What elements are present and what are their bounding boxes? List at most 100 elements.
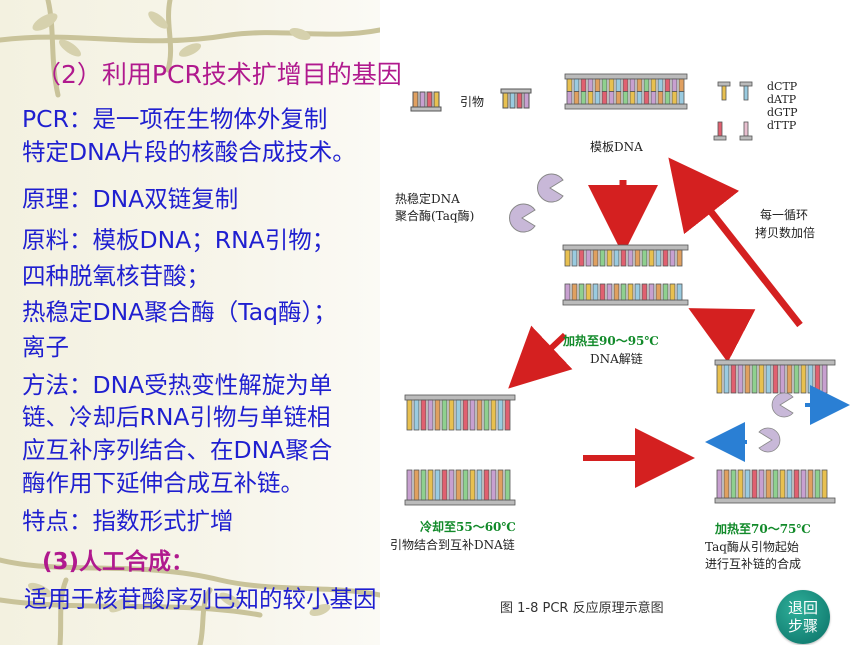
base-pair (730, 364, 737, 394)
base-pair (455, 399, 462, 431)
denatured-dna (562, 244, 689, 306)
base-pair (627, 283, 634, 301)
base-pair (413, 399, 420, 431)
base-pair (585, 283, 592, 301)
base-pair (573, 78, 580, 92)
base-pair (601, 78, 608, 92)
base-pair (578, 249, 585, 267)
nucleotide-dgtp: dGTP (767, 106, 798, 119)
base-pair (455, 469, 462, 501)
base-pair (571, 249, 578, 267)
base-pair (504, 469, 511, 501)
base-pair (441, 469, 448, 501)
enzyme-icon (509, 173, 564, 233)
base-pair (564, 283, 571, 301)
base-pair (497, 469, 504, 501)
base-pair (751, 364, 758, 394)
base-pair (678, 78, 685, 92)
base-pair (615, 78, 622, 92)
primer-icon (410, 88, 532, 112)
base-pair (420, 399, 427, 431)
base-pair (615, 91, 622, 105)
base-pair (648, 249, 655, 267)
base-pair (793, 364, 800, 394)
section3-text: 适用于核苷酸序列已知的较小基因 (24, 585, 377, 613)
base-pair (490, 399, 497, 431)
method-line2: 链、冷却后RNA引物与单链相 (22, 403, 331, 431)
nucleotide-datp: dATP (767, 93, 797, 106)
base-pair (469, 469, 476, 501)
nucleotide-legend: dCTP dATP dGTP dTTP (767, 80, 798, 132)
base-pair (648, 283, 655, 301)
base-pair (641, 249, 648, 267)
base-pair (587, 91, 594, 105)
base-pair (662, 249, 669, 267)
base-pair (497, 399, 504, 431)
base-pair (629, 78, 636, 92)
base-pair (608, 91, 615, 105)
base-pair (427, 469, 434, 501)
material-line2: 四种脱氧核苷酸； (22, 262, 210, 290)
vine-decoration (0, 0, 380, 645)
nucleotide-icons (713, 81, 753, 141)
base-pair (573, 91, 580, 105)
base-pair (636, 91, 643, 105)
base-pair (476, 399, 483, 431)
base-pair (434, 469, 441, 501)
base-pair (441, 399, 448, 431)
anneal-sub: 引物结合到互补DNA链 (390, 538, 515, 552)
base-pair (676, 249, 683, 267)
base-pair (606, 249, 613, 267)
extend-sub-line1: Taq酶从引物起始 (705, 540, 799, 554)
base-pair (807, 364, 814, 394)
base-pair (580, 91, 587, 105)
base-pair (599, 249, 606, 267)
base-pair (821, 364, 828, 394)
base-pair (594, 91, 601, 105)
base-pair (566, 91, 573, 105)
base-pair (594, 78, 601, 92)
base-pair (622, 91, 629, 105)
denature-label: 加热至90～95℃ (563, 334, 659, 348)
back-button-line1: 退回 (787, 599, 818, 617)
base-pair (765, 469, 772, 499)
principle-text: 原理：DNA双链复制 (22, 185, 239, 213)
base-pair (664, 78, 671, 92)
base-pair (779, 469, 786, 499)
feature-text: 特点：指数形式扩增 (22, 507, 234, 535)
base-pair (786, 364, 793, 394)
base-pair (490, 469, 497, 501)
extend-sub-line2: 进行互补链的合成 (705, 557, 802, 571)
base-pair (599, 283, 606, 301)
base-pair (462, 399, 469, 431)
base-pair (730, 469, 737, 499)
pcr-definition-line1: PCR：是一项在生物体外复制 (22, 105, 328, 133)
base-pair (420, 469, 427, 501)
slide-title: （2）利用PCR技术扩增目的基因 (36, 60, 402, 89)
base-pair (434, 399, 441, 431)
base-pair (807, 469, 814, 499)
pcr-diagram-graphics (404, 73, 850, 506)
diagram-caption: 图 1-8 PCR 反应原理示意图 (500, 601, 664, 616)
section3-title: (3)人工合成： (42, 549, 195, 575)
base-pair (634, 249, 641, 267)
background-band (0, 0, 380, 645)
enzyme-label-line1: 热稳定DNA (395, 192, 460, 206)
base-pair (723, 364, 730, 394)
base-pair (772, 469, 779, 499)
base-pair (634, 283, 641, 301)
base-pair (664, 91, 671, 105)
base-pair (504, 399, 511, 431)
cycle-arrows (508, 157, 803, 488)
material-line1: 原料：模板DNA；RNA引物； (22, 226, 336, 254)
base-pair (737, 469, 744, 499)
base-pair (413, 469, 420, 501)
annealed-dna (404, 394, 516, 506)
base-pair (800, 469, 807, 499)
base-pair (620, 249, 627, 267)
back-button[interactable]: 退回 步骤 (776, 590, 830, 644)
base-pair (800, 364, 807, 394)
base-pair (427, 399, 434, 431)
base-pair (469, 399, 476, 431)
